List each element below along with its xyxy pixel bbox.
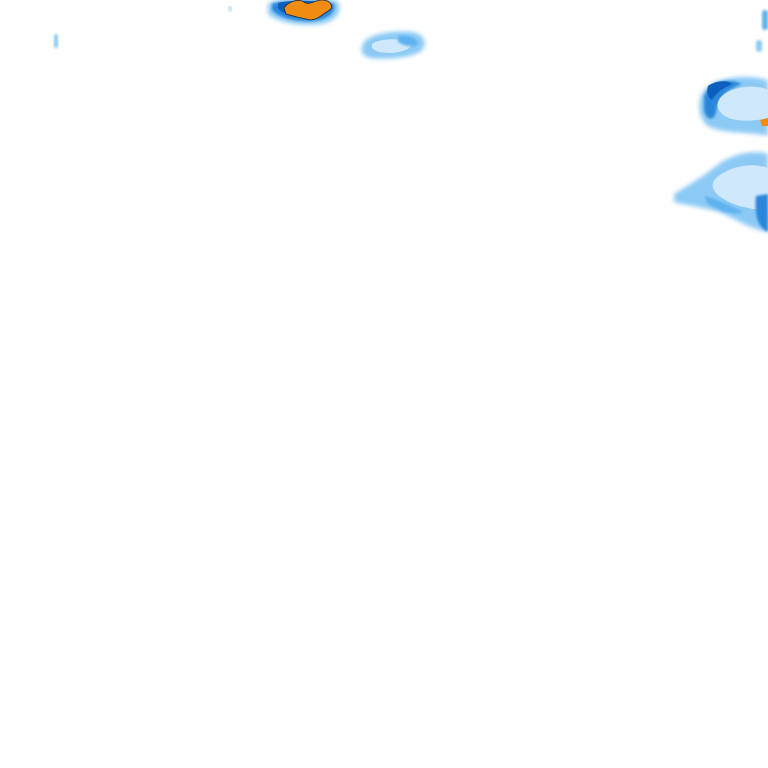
precip-band-very-heavy <box>283 0 332 21</box>
precip-speck-west <box>54 6 232 48</box>
precip-band-very-light <box>228 6 232 12</box>
precip-band-very-heavy <box>760 118 768 126</box>
precip-speck-east <box>756 10 768 52</box>
precip-band-very-light <box>712 165 768 210</box>
precip-band-light <box>756 40 762 52</box>
precip-band-heavy <box>707 81 732 100</box>
precip-cell-north <box>361 31 425 59</box>
precip-cell-east <box>699 76 768 136</box>
precip-band-moderate-light <box>704 196 744 214</box>
precip-band-very-light <box>717 86 768 121</box>
precip-band-moderate <box>755 194 768 232</box>
precip-cell-southeast <box>674 152 768 232</box>
precip-band-moderate-light <box>762 10 768 30</box>
precip-cell-north-center <box>268 0 340 25</box>
precip-band-moderate-light <box>398 35 418 47</box>
precip-band-light <box>54 34 58 48</box>
